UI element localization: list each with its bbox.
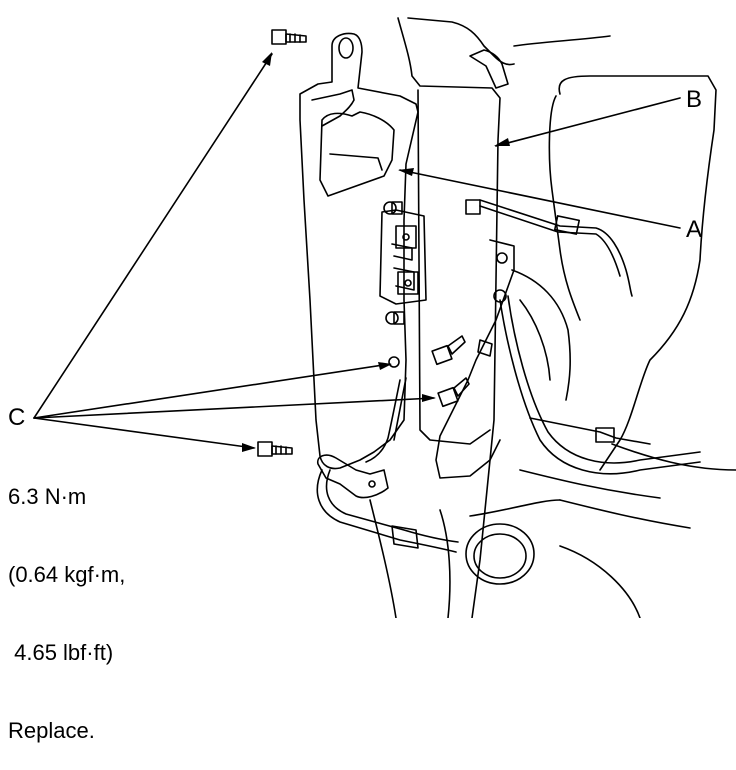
trim-panel-inner [548,95,581,321]
lower-cable [316,469,457,553]
sensor-cushion [319,111,395,197]
callout-c-leader-4 [33,417,255,449]
torque-lbf: 4.65 lbf·ft) [8,640,114,665]
tab-hole-2 [404,279,412,287]
harness-connector [553,215,581,235]
trim-rib-1 [511,269,571,401]
stud-lower-body [393,311,405,325]
torque-kgf: (0.64 kgf·m, [8,562,126,587]
bracket-notch-1 [391,243,413,261]
access-hole [465,523,535,585]
bracket-tab-1 [395,225,417,249]
callout-c-arrowhead-3 [422,394,436,402]
tab-hole-1 [402,233,410,241]
body-bracket [435,239,515,479]
body-bracket-slot [477,339,493,357]
connector-hole [368,480,376,488]
body-panel-inner-line [417,89,491,445]
floor-line-2 [519,469,661,499]
callout-c-leader-1 [33,53,273,419]
floor-line-1 [559,499,691,529]
bolt-mid-lower [437,377,470,408]
sensor-wire-2 [393,377,407,441]
stud-upper [383,201,397,215]
callout-label-b: B [686,86,703,113]
callout-label-c: C [8,404,26,431]
callout-c-arrowhead-4 [242,443,256,452]
callout-a-leader [399,169,681,229]
access-hole-inner [473,533,527,579]
floor-line-3 [469,499,561,517]
callout-label-a: A [686,216,703,243]
callout-a-arrowhead [398,168,414,176]
bracket-notch-2 [393,267,415,291]
replace-note: Replace. [8,718,95,743]
body-panel-top [407,17,515,66]
sensor-cushion-inner [329,153,383,171]
stud-lower [385,311,399,325]
body-top-curve [513,35,611,47]
body-panel-outline [397,17,501,618]
lower-harness-clip [595,427,615,443]
airbag-sensor-bracket-diagram [33,17,736,618]
callout-c-arrowhead-1 [262,52,272,66]
bracket-top-hole [338,37,354,59]
trim-rib-2 [519,299,551,381]
lower-body-curve-2 [439,509,451,618]
harness-end [611,443,736,471]
lower-cable-sleeve [391,525,419,549]
sensor-bracket-inner [311,89,355,127]
bolt-top [271,29,307,45]
body-top-connector [469,49,509,89]
bolt-bottom [257,441,293,457]
bolt-mid-upper [431,335,466,366]
callout-c-leader-3 [33,397,435,419]
lower-harness-3 [529,417,651,445]
sensor-bracket-outline [299,32,419,470]
floor-curve [559,545,641,618]
callout-b-arrowhead [494,138,510,146]
body-clip-square [465,199,481,215]
bracket-tab-2 [397,271,419,295]
wire-harness-right [479,199,633,297]
wire-harness-right-2 [479,205,621,277]
connector-plug [316,454,389,499]
lower-body-curve [369,499,397,618]
sensor-wire [365,379,401,463]
callout-c-leader-2 [33,363,391,419]
stud-mid [388,356,400,368]
lower-harness [499,299,701,475]
body-bracket-hole-2 [493,289,507,303]
torque-spec-block: 6.3 N·m (0.64 kgf·m, 4.65 lbf·ft) Replac… [8,432,125,770]
lower-harness-2 [507,295,701,464]
stud-upper-body [391,201,403,215]
trim-panel-outline [558,75,717,471]
callout-b-leader [495,97,681,147]
torque-nm: 6.3 N·m [8,484,87,509]
callout-c-arrowhead-2 [378,362,392,370]
body-bracket-hole-1 [496,252,508,264]
